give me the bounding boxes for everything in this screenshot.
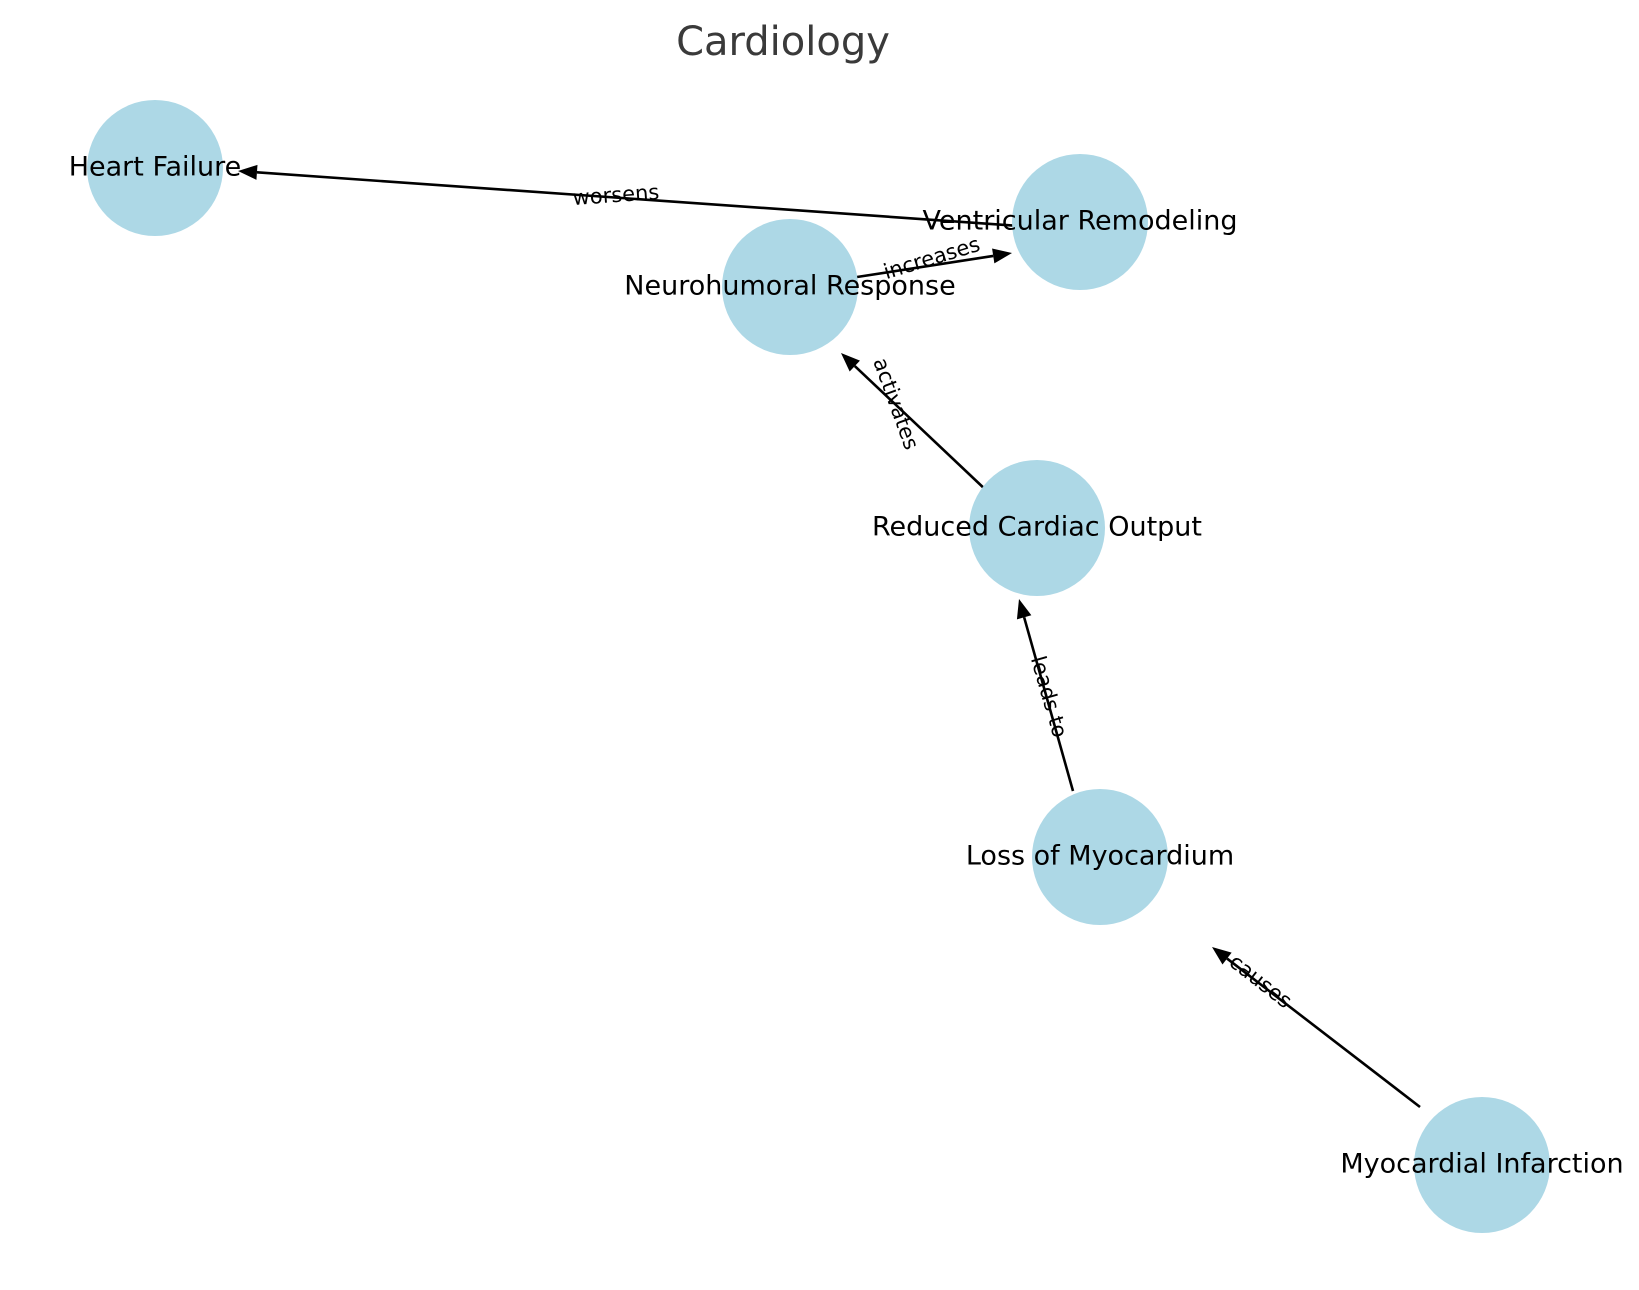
edge-line-activates <box>853 365 989 493</box>
node-label-myocardial-infarction: Myocardial Infarction <box>1340 1149 1623 1180</box>
arrowhead-increases <box>992 248 1012 264</box>
edge-label-causes: causes <box>1225 949 1297 1013</box>
node-label-ventricular-remodeling: Ventricular Remodeling <box>923 206 1238 237</box>
edge-label-activates: activates <box>868 355 923 453</box>
node-neurohumoral-response[interactable] <box>722 219 858 355</box>
edge-leads-to <box>1016 599 1075 792</box>
node-label-neurohumoral-response: Neurohumoral Response <box>624 271 955 302</box>
node-ventricular-remodeling[interactable] <box>1012 154 1148 290</box>
arrowhead-causes <box>1212 947 1232 965</box>
node-label-reduced-cardiac-output: Reduced Cardiac Output <box>872 512 1202 543</box>
arrowhead-leads-to <box>1016 599 1032 620</box>
edge-increases <box>856 248 1012 279</box>
node-label-loss-of-myocardium: Loss of Myocardium <box>966 841 1234 872</box>
edge-worsens <box>238 164 1021 228</box>
edge-line-causes <box>1226 957 1421 1109</box>
arrowhead-activates <box>841 353 860 372</box>
node-label-heart-failure: Heart Failure <box>69 152 242 183</box>
node-myocardial-infarction[interactable] <box>1414 1097 1550 1233</box>
edge-line-worsens <box>256 171 1021 228</box>
edges-layer <box>238 164 1421 1109</box>
node-heart-failure[interactable] <box>87 100 223 236</box>
node-reduced-cardiac-output[interactable] <box>969 460 1105 596</box>
page-title: Cardiology <box>676 19 890 65</box>
node-loss-of-myocardium[interactable] <box>1032 789 1168 925</box>
edge-causes <box>1212 947 1421 1109</box>
edge-line-increases <box>856 254 994 279</box>
edge-line-leads-to <box>1022 616 1075 792</box>
nodes-layer <box>87 100 1550 1233</box>
edge-activates <box>841 353 989 493</box>
edge-label-leads-to: leads to <box>1026 653 1072 740</box>
arrowhead-worsens <box>238 164 258 180</box>
edge-label-worsens: worsens <box>572 180 660 210</box>
